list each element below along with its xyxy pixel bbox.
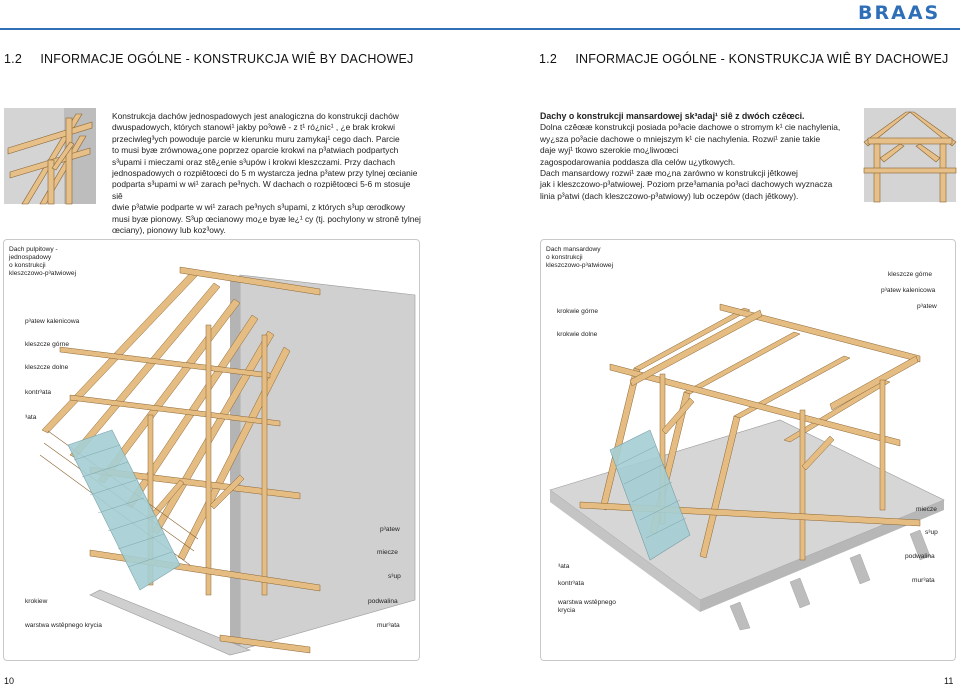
mansard-roof-drawing: [549, 303, 945, 631]
caption-line: Dach mansardowy: [546, 246, 601, 253]
label-kontrlata: kontr³ata: [25, 389, 52, 396]
label-platew-kalenicowa-right: p³atew kalenicowa: [881, 287, 936, 294]
right-text-lead: Dachy o konstrukcji mansardowej sk³adaj¹…: [540, 111, 805, 121]
left-section-number: 1.2: [4, 52, 22, 66]
page-number-left: 10: [4, 676, 15, 686]
label-lata: ³ata: [25, 414, 37, 421]
left-text-line: to musi byæ zrównowa¿one poprzez oparcie…: [112, 145, 399, 156]
caption-line: o konstrukcji: [546, 254, 583, 261]
left-text-line: s³upami i mieczami oraz stê¿enie s³upów …: [112, 156, 395, 167]
label-platew-right: p³atew: [917, 303, 937, 310]
right-text-line: linia p³atwi (dach kleszczowo-p³atwiowy)…: [540, 190, 799, 201]
caption-line: Dach pulpitowy -: [9, 246, 58, 253]
label-warstwa-wstepnego-krycia: warstwa wstêpnego krycia: [25, 622, 102, 629]
left-text-line: przeciwleg³ych powoduje parcie w kierunk…: [112, 133, 400, 144]
right-text-line: daje wyj¹ tkowo szerokie mo¿liwoœci: [540, 145, 679, 156]
lean-to-roof-drawing: [39, 266, 416, 656]
right-text-line: wy¿sza po³acie dachowe o mniejszym k¹ ci…: [540, 133, 821, 144]
right-text-line: jak i kleszczowo-p³atwiowej. Poziom prze…: [540, 179, 833, 190]
label-slup-right: s³up: [925, 529, 938, 536]
lean-to-thumbnail: [4, 108, 96, 205]
left-text-line: Konstrukcja dachów jednospadowych jest a…: [112, 111, 399, 121]
label-kleszcze-dolne: kleszcze dolne: [25, 364, 69, 371]
left-section-title: 1.2 INFORMACJE OGÓLNE - KONSTRUKCJA WIÊ …: [4, 52, 413, 66]
mansard-thumbnail: [863, 108, 957, 203]
label-warstwa-wstepnego-krycia-right: warstwa wstêpnego krycia: [558, 599, 616, 614]
braas-logo: BRAAS: [858, 2, 941, 24]
left-text-line: jednospadowych o rozpiêtoœci do 5 m wyst…: [112, 168, 418, 179]
label-kleszcze-gorne: kleszcze górne: [25, 341, 69, 348]
left-body-text: Konstrukcja dachów jednospadowych jest a…: [112, 111, 422, 236]
label-podwalina-right: podwalina: [905, 553, 935, 560]
label-miecze-right: miecze: [916, 506, 937, 513]
label-platew-kalenicowa: p³atew kalenicowa: [25, 318, 80, 325]
caption-line: o konstrukcji: [9, 262, 46, 269]
label-krokwie-dolne: krokwie dolne: [557, 331, 598, 338]
left-text-line: dwuspadowych, których stanowi¹ jakby po³…: [112, 122, 395, 133]
label-murlata-right: mur³ata: [912, 577, 935, 584]
left-text-line: podparta s³upami w wi¹ zarach pe³nych. W…: [112, 179, 411, 201]
label-lata-right: ³ata: [558, 563, 570, 570]
right-section-title: 1.2 INFORMACJE OGÓLNE - KONSTRUKCJA WIÊ …: [539, 52, 948, 66]
left-text-line: œciany), pionowy lub koz³owy.: [112, 225, 226, 236]
header-rule: [0, 28, 960, 30]
caption-line: kleszczowo-p³atwiowej: [546, 262, 614, 269]
left-panel-caption: Dach pulpitowy - jednospadowy o konstruk…: [9, 246, 76, 278]
right-text-line: Dolna czêœæ konstrukcji posiada po³acie …: [540, 122, 841, 133]
right-panel-caption: Dach mansardowy o konstrukcji kleszczowo…: [546, 246, 613, 270]
right-text-line: zagospodarowania poddasza dla celów u¿yt…: [540, 156, 736, 167]
label-krokiew: krokiew: [25, 598, 48, 605]
right-section-number: 1.2: [539, 52, 557, 66]
label-platew: p³atew: [380, 526, 400, 533]
left-section-text: INFORMACJE OGÓLNE - KONSTRUKCJA WIÊ BY D…: [40, 52, 414, 66]
label-murlata: mur³ata: [377, 622, 400, 629]
right-body-text: Dachy o konstrukcji mansardowej sk³adaj¹…: [540, 111, 860, 202]
right-section-text: INFORMACJE OGÓLNE - KONSTRUKCJA WIÊ BY D…: [575, 52, 949, 66]
caption-line: kleszczowo-p³atwiowej: [9, 270, 77, 277]
label-kontrlata-right: kontr³ata: [558, 580, 585, 587]
label-kleszcze-gorne-right: kleszcze górne: [888, 271, 932, 278]
left-text-line: dwie p³atwie podparte w wi¹ zarach pe³ny…: [112, 202, 406, 213]
page-number-right: 11: [944, 676, 954, 686]
left-text-line: musi byæ pionowy. S³up œcianowy mo¿e byæ…: [112, 213, 421, 224]
caption-line: jednospadowy: [9, 254, 52, 261]
right-text-line: Dach mansardowy rozwi¹ zaæ mo¿na zarówno…: [540, 168, 798, 179]
label-miecze: miecze: [377, 549, 398, 556]
label-krokwie-gorne: krokwie górne: [557, 308, 599, 315]
label-slup: s³up: [388, 573, 401, 580]
label-podwalina: podwalina: [368, 598, 398, 605]
